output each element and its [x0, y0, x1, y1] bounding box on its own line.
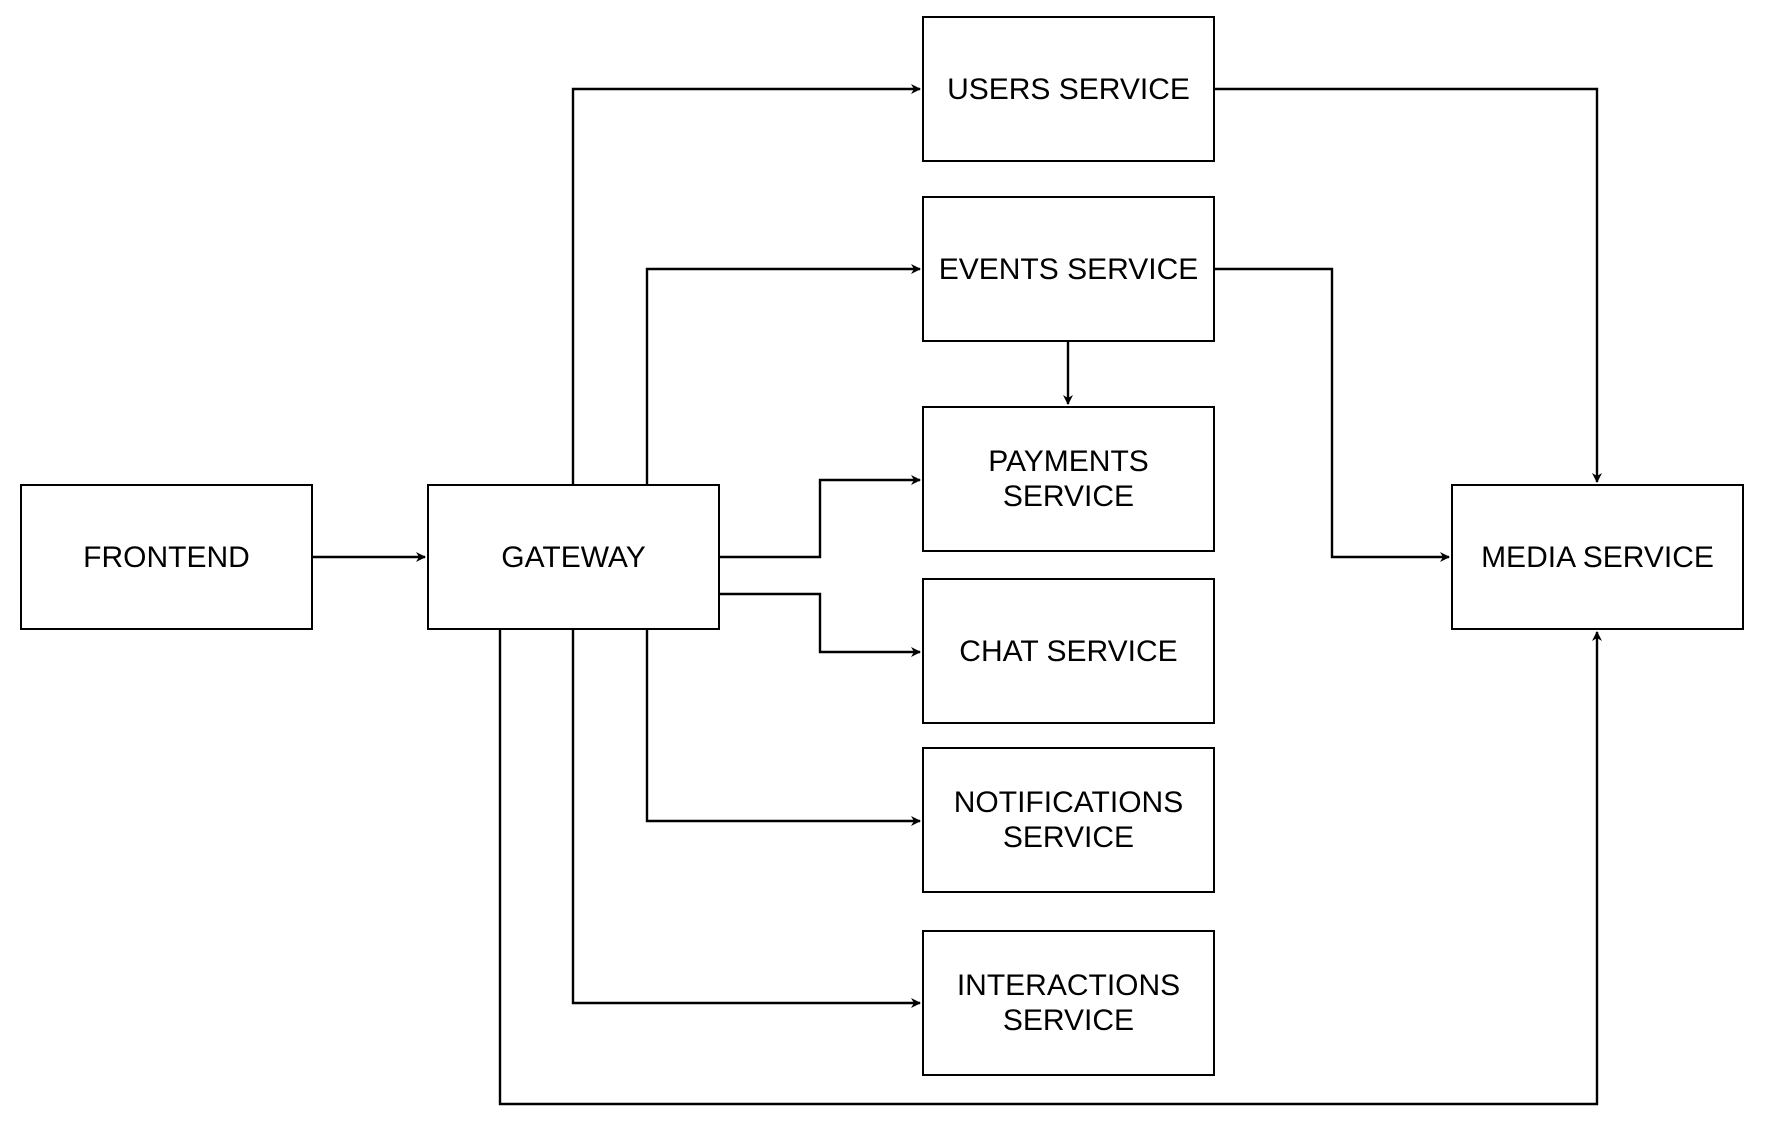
chat-service-label: CHAT SERVICE [959, 634, 1178, 668]
edge-gateway-to-events [645, 264, 921, 484]
notifications-service-label: NOTIFICATIONS SERVICE [953, 786, 1184, 854]
edge-events-to-media [1215, 267, 1450, 562]
payments-service-label: PAYMENTS SERVICE [988, 445, 1149, 513]
interactions-service-label: INTERACTIONS SERVICE [956, 969, 1181, 1037]
edge-gateway-to-interactions [571, 630, 921, 1008]
edge-gateway-to-payments [720, 475, 921, 559]
interactions-service-node[interactable]: INTERACTIONS SERVICE [922, 930, 1215, 1076]
edge-gateway-to-notifications [645, 630, 921, 826]
edge-gateway-to-chat [720, 592, 921, 657]
gateway-label: GATEWAY [501, 540, 646, 574]
edge-gateway-to-media [498, 630, 1602, 1106]
media-service-node[interactable]: MEDIA SERVICE [1451, 484, 1744, 630]
frontend-label: FRONTEND [83, 540, 250, 574]
users-service-node[interactable]: USERS SERVICE [922, 16, 1215, 162]
media-service-label: MEDIA SERVICE [1481, 540, 1714, 574]
edge-users-to-media [1215, 87, 1602, 483]
notifications-service-node[interactable]: NOTIFICATIONS SERVICE [922, 747, 1215, 893]
payments-service-node[interactable]: PAYMENTS SERVICE [922, 406, 1215, 552]
chat-service-node[interactable]: CHAT SERVICE [922, 578, 1215, 724]
events-service-node[interactable]: EVENTS SERVICE [922, 196, 1215, 342]
gateway-node[interactable]: GATEWAY [427, 484, 720, 630]
events-service-label: EVENTS SERVICE [938, 252, 1199, 286]
users-service-label: USERS SERVICE [947, 72, 1190, 106]
frontend-node[interactable]: FRONTEND [20, 484, 313, 630]
edge-gateway-to-users [571, 84, 921, 484]
